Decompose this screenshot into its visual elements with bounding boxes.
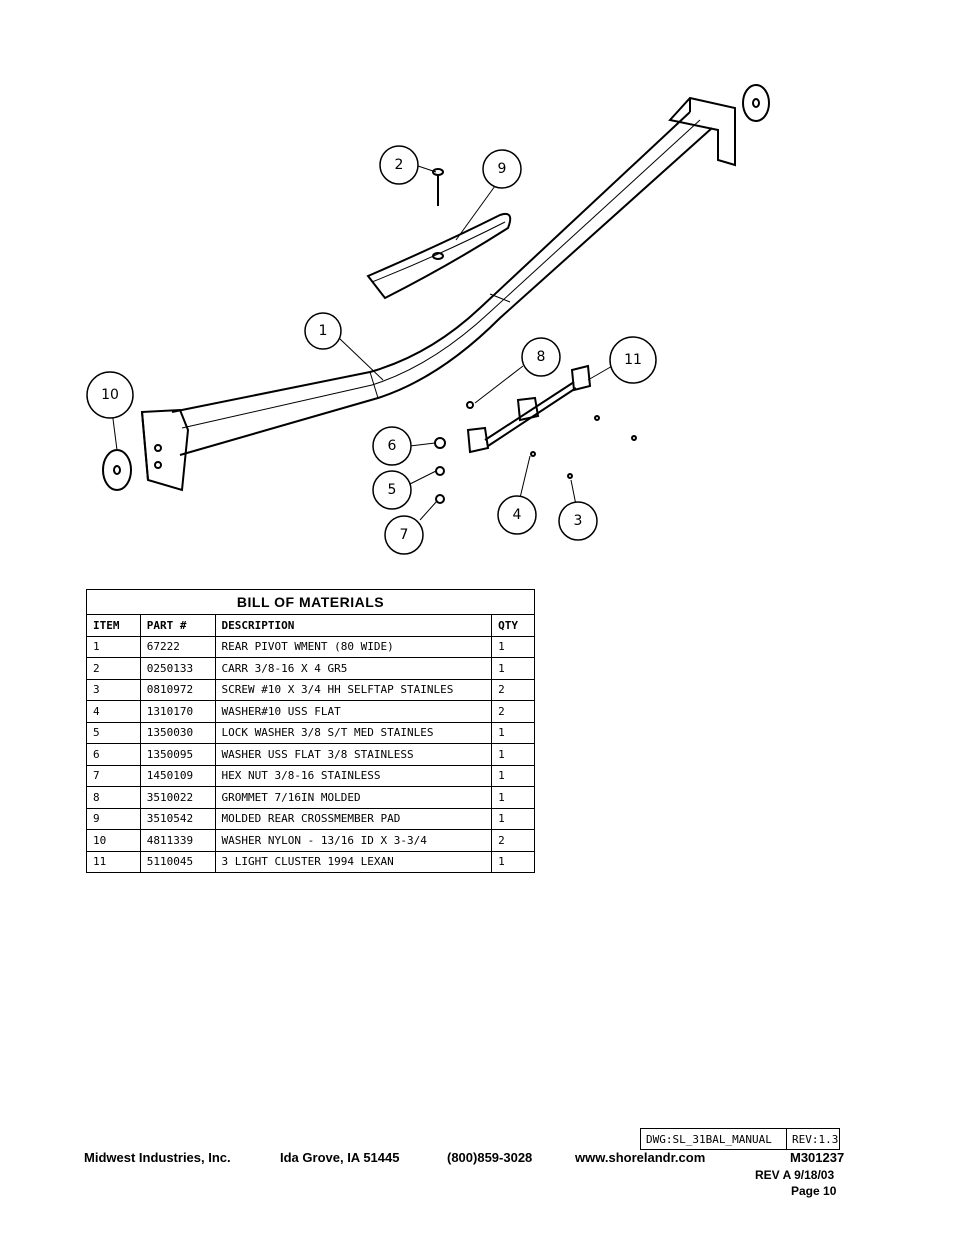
bom-description: 3 LIGHT CLUSTER 1994 LEXAN bbox=[214, 850, 493, 873]
bom-part: 1350095 bbox=[139, 743, 216, 766]
bom-description: GROMMET 7/16IN MOLDED bbox=[214, 786, 493, 809]
footer-doc-number: M301237 bbox=[790, 1150, 845, 1165]
bom-part: 3510542 bbox=[139, 807, 216, 830]
callout-label-11: 11 bbox=[624, 352, 642, 368]
callout-label-10: 10 bbox=[101, 387, 119, 403]
bom-item: 8 bbox=[86, 786, 141, 809]
footer-revision: REV A 9/18/03 bbox=[755, 1168, 835, 1182]
bom-qty: 1 bbox=[491, 743, 535, 766]
bom-title: BILL OF MATERIALS bbox=[86, 589, 535, 615]
bom-header-part: PART # bbox=[139, 614, 216, 637]
footer-website: www.shorelandr.com bbox=[575, 1150, 706, 1165]
bom-part: 5110045 bbox=[139, 850, 216, 873]
bom-description: REAR PIVOT WMENT (80 WIDE) bbox=[214, 635, 493, 658]
bom-qty: 1 bbox=[491, 786, 535, 809]
callout-9 bbox=[482, 149, 522, 189]
callout-label-8: 8 bbox=[537, 349, 546, 365]
footer-city: Ida Grove, IA 51445 bbox=[280, 1150, 400, 1165]
callout-label-1: 1 bbox=[319, 323, 328, 339]
callout-label-6: 6 bbox=[388, 438, 397, 454]
bom-item: 3 bbox=[86, 678, 141, 701]
drawing-number: DWG:SL_31BAL_MANUAL bbox=[641, 1129, 787, 1149]
bom-item: 4 bbox=[86, 700, 141, 723]
bom-description: WASHER USS FLAT 3/8 STAINLESS bbox=[214, 743, 493, 766]
callout-6 bbox=[372, 426, 412, 466]
bom-item: 6 bbox=[86, 743, 141, 766]
bom-description: WASHER NYLON - 13/16 ID X 3-3/4 bbox=[214, 829, 493, 852]
footer-page-number: Page 10 bbox=[791, 1184, 837, 1198]
bom-qty: 2 bbox=[491, 829, 535, 852]
bom-header-description: DESCRIPTION bbox=[214, 614, 493, 637]
callout-label-2: 2 bbox=[395, 157, 404, 173]
callout-3 bbox=[558, 501, 598, 541]
callout-10 bbox=[86, 371, 134, 419]
drawing-revision: REV:1.3 bbox=[792, 1132, 839, 1146]
bill-of-materials-table: BILL OF MATERIALS ITEM PART # DESCRIPTIO… bbox=[86, 589, 535, 873]
bom-qty: 1 bbox=[491, 850, 535, 873]
callout-label-9: 9 bbox=[498, 161, 507, 177]
bom-part: 1310170 bbox=[139, 700, 216, 723]
exploded-assembly-drawing: 1 2 9 8 11 10 6 5 7 4 3 bbox=[86, 84, 770, 555]
bom-item: 7 bbox=[86, 764, 141, 787]
bom-description: CARR 3/8-16 X 4 GR5 bbox=[214, 657, 493, 680]
bom-item: 9 bbox=[86, 807, 141, 830]
callout-label-7: 7 bbox=[400, 527, 409, 543]
bom-qty: 2 bbox=[491, 678, 535, 701]
bom-qty: 1 bbox=[491, 807, 535, 830]
bom-header-qty: QTY bbox=[491, 614, 535, 637]
callout-7 bbox=[384, 515, 424, 555]
bom-item: 2 bbox=[86, 657, 141, 680]
bom-description: LOCK WASHER 3/8 S/T MED STAINLES bbox=[214, 721, 493, 744]
bom-qty: 1 bbox=[491, 635, 535, 658]
callout-label-5: 5 bbox=[388, 482, 397, 498]
bom-part: 0250133 bbox=[139, 657, 216, 680]
callout-8 bbox=[521, 337, 561, 377]
bom-part: 3510022 bbox=[139, 786, 216, 809]
bom-item: 1 bbox=[86, 635, 141, 658]
callout-11 bbox=[609, 336, 657, 384]
bom-header-row: ITEM PART # DESCRIPTION QTY bbox=[86, 614, 535, 637]
bom-part: 4811339 bbox=[139, 829, 216, 852]
bom-qty: 1 bbox=[491, 764, 535, 787]
bom-item: 5 bbox=[86, 721, 141, 744]
bom-part: 1450109 bbox=[139, 764, 216, 787]
bom-item: 10 bbox=[86, 829, 141, 852]
callout-4 bbox=[497, 495, 537, 535]
title-block: DWG:SL_31BAL_MANUAL REV:1.3 bbox=[640, 1128, 840, 1150]
bom-qty: 2 bbox=[491, 700, 535, 723]
bom-qty: 1 bbox=[491, 721, 535, 744]
bom-header-item: ITEM bbox=[86, 614, 141, 637]
bom-description: WASHER#10 USS FLAT bbox=[214, 700, 493, 723]
bom-description: MOLDED REAR CROSSMEMBER PAD bbox=[214, 807, 493, 830]
bom-description: SCREW #10 X 3/4 HH SELFTAP STAINLES bbox=[214, 678, 493, 701]
callout-5 bbox=[372, 470, 412, 510]
bom-qty: 1 bbox=[491, 657, 535, 680]
bom-title-row: BILL OF MATERIALS bbox=[86, 589, 535, 615]
bom-part: 0810972 bbox=[139, 678, 216, 701]
callout-1 bbox=[304, 312, 342, 350]
footer-company: Midwest Industries, Inc. bbox=[84, 1150, 231, 1165]
bom-item: 11 bbox=[86, 850, 141, 873]
callout-label-4: 4 bbox=[513, 507, 522, 523]
footer-phone: (800)859-3028 bbox=[447, 1150, 533, 1165]
bom-part: 1350030 bbox=[139, 721, 216, 744]
bom-part: 67222 bbox=[139, 635, 216, 658]
bom-description: HEX NUT 3/8-16 STAINLESS bbox=[214, 764, 493, 787]
callout-label-3: 3 bbox=[574, 513, 583, 529]
callout-2 bbox=[379, 145, 419, 185]
